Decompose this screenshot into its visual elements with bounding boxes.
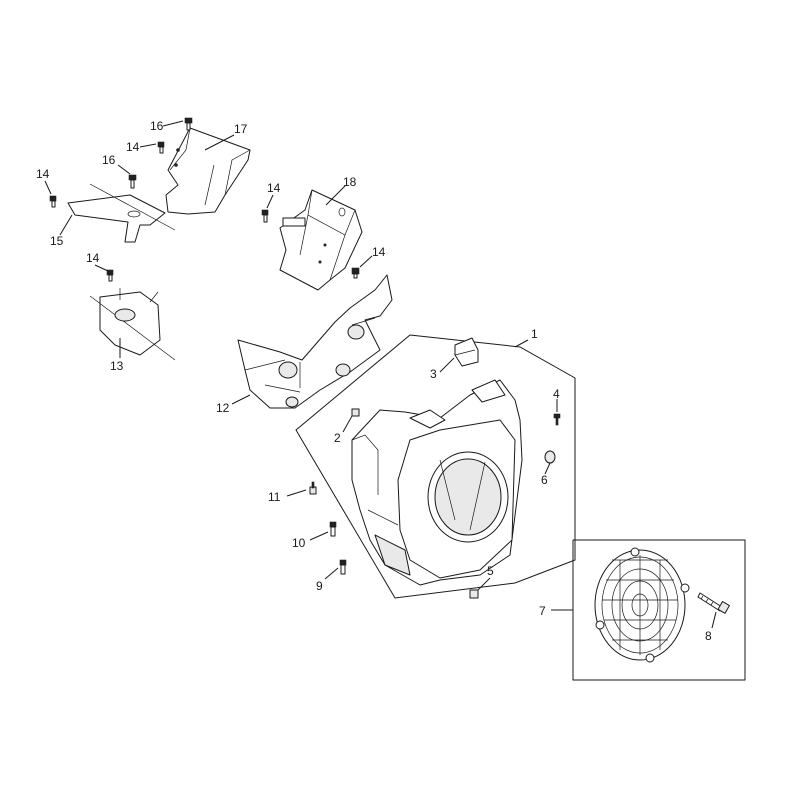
callout-14-right: 14 [372,245,386,259]
clip [351,408,360,417]
callout-11: 11 [268,490,281,504]
shroud-bracket [279,189,363,291]
callout-labels: 16 17 14 16 14 15 14 18 14 14 13 12 1 3 … [36,119,712,643]
grommet [544,450,556,464]
screw-14b [49,195,57,208]
screw-14c [261,209,269,223]
callout-7: 7 [539,604,546,618]
bolt-11 [309,481,317,495]
bolt-10 [329,521,337,537]
callout-17: 17 [234,122,248,136]
baffle [237,274,393,409]
callout-2: 2 [334,431,341,445]
callout-6: 6 [541,473,548,487]
screw-14e [106,269,114,282]
screw-16b [128,174,137,189]
bolt-4 [553,413,561,426]
callout-15: 15 [50,234,64,248]
fan-housing [351,379,523,586]
housing-group-frame [295,334,576,599]
callout-16-top: 16 [150,119,164,133]
callout-8: 8 [705,629,712,643]
bolt-9 [339,559,347,575]
cap [454,337,479,367]
screen-bolt [697,592,730,614]
screw-14a [157,141,165,154]
callout-5: 5 [487,564,494,578]
air-shroud-upper [165,127,251,215]
cover-plate [89,288,176,361]
screw-14d [351,267,360,279]
callout-14-lower-left: 14 [86,251,100,265]
callout-18: 18 [343,175,357,189]
callout-1: 1 [531,327,538,341]
callout-3: 3 [430,367,437,381]
fan-screen [594,547,690,663]
screen-group-frame [572,539,746,681]
bracket-left [67,183,176,243]
callout-12: 12 [216,401,230,415]
screw-16a [184,117,193,131]
callout-14-top: 14 [126,140,140,154]
nut [469,589,479,599]
leader-lines [44,120,717,629]
callout-9: 9 [316,579,323,593]
callout-14-left: 14 [36,167,50,181]
callout-16-mid: 16 [102,153,116,167]
callout-13: 13 [110,359,124,373]
callout-14-center: 14 [267,181,281,195]
callout-4: 4 [553,387,560,401]
callout-10: 10 [292,536,306,550]
